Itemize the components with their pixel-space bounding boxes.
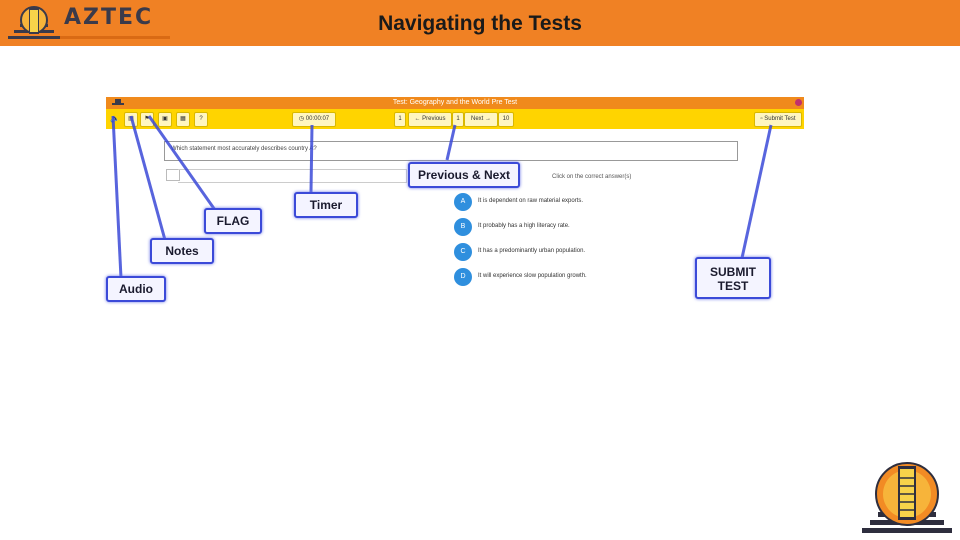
previous-label: Previous	[422, 116, 446, 122]
answer-letter[interactable]: D	[454, 268, 472, 286]
logo-wordmark: AZTEC	[64, 5, 154, 30]
timer-display: ◷ 00:00:07	[292, 112, 336, 127]
callout-timer: Timer	[294, 192, 358, 218]
answer-text: It has a predominantly urban population.	[478, 248, 586, 254]
slide-title: Navigating the Tests	[378, 12, 582, 35]
answer-option[interactable]: D It will experience slow population gro…	[454, 268, 754, 286]
calculator-button[interactable]: ▦	[176, 112, 190, 127]
timer-value: 00:00:07	[305, 116, 330, 122]
app-logo-icon	[112, 99, 124, 105]
next-button[interactable]: Next →	[464, 112, 498, 127]
callout-audio: Audio	[106, 276, 166, 302]
image-icon: ▣	[162, 116, 168, 122]
instruction-text: Click on the correct answer(s)	[552, 174, 632, 180]
help-button[interactable]: ?	[194, 112, 208, 127]
header-banner: AZTEC Navigating the Tests	[0, 0, 960, 46]
answer-letter[interactable]: C	[454, 243, 472, 261]
help-icon: ?	[199, 116, 203, 122]
answer-option[interactable]: B It probably has a high literacy rate.	[454, 218, 754, 236]
image-button[interactable]: ▣	[158, 112, 172, 127]
last-page-number[interactable]: 10	[498, 112, 514, 127]
answer-letter[interactable]: A	[454, 193, 472, 211]
callout-previous-next: Previous & Next	[408, 162, 520, 188]
image-placeholder	[178, 169, 407, 183]
test-app-window: Test: Geography and the World Pre Test 🔈…	[106, 97, 804, 307]
callout-submit-line1: SUBMIT	[710, 265, 756, 279]
next-label: Next	[470, 116, 484, 122]
callout-notes: Notes	[150, 238, 214, 264]
app-window-title: Test: Geography and the World Pre Test	[392, 99, 518, 106]
previous-button[interactable]: ← Previous	[408, 112, 452, 127]
previous-page-number[interactable]: 1	[394, 112, 406, 127]
answer-letter[interactable]: B	[454, 218, 472, 236]
broken-image-icon	[166, 169, 180, 181]
document-icon: ▫	[760, 116, 763, 122]
arrow-right-icon: →	[485, 116, 491, 122]
current-page-number: 1	[452, 112, 464, 127]
app-toolbar: 🔈 ▤ ⚑ ▣ ▦ ? ◷ 00:00:07 1 ← Previous 1 Ne…	[106, 109, 804, 129]
answer-option[interactable]: A It is dependent on raw material export…	[454, 193, 754, 211]
answer-text: It probably has a high literacy rate.	[478, 223, 570, 229]
submit-label: Submit Test	[764, 116, 796, 122]
callout-submit-test: SUBMIT TEST	[695, 257, 771, 299]
flag-icon: ⚑	[144, 116, 150, 122]
callout-flag: FLAG	[204, 208, 262, 234]
aztec-logo	[8, 6, 170, 39]
answer-text: It is dependent on raw material exports.	[478, 198, 584, 204]
clock-icon: ◷	[298, 116, 305, 122]
answer-option[interactable]: C It has a predominantly urban populatio…	[454, 243, 754, 261]
app-titlebar: Test: Geography and the World Pre Test	[106, 97, 804, 109]
aztec-emblem-icon	[862, 462, 952, 533]
close-icon[interactable]	[795, 99, 802, 106]
submit-test-button[interactable]: ▫ Submit Test	[754, 112, 802, 127]
arrow-left-icon: ←	[414, 116, 421, 122]
speaker-icon[interactable]: 🔈	[110, 114, 120, 123]
answer-text: It will experience slow population growt…	[478, 273, 587, 279]
callout-submit-line2: TEST	[717, 279, 749, 293]
calculator-icon: ▦	[180, 116, 186, 122]
